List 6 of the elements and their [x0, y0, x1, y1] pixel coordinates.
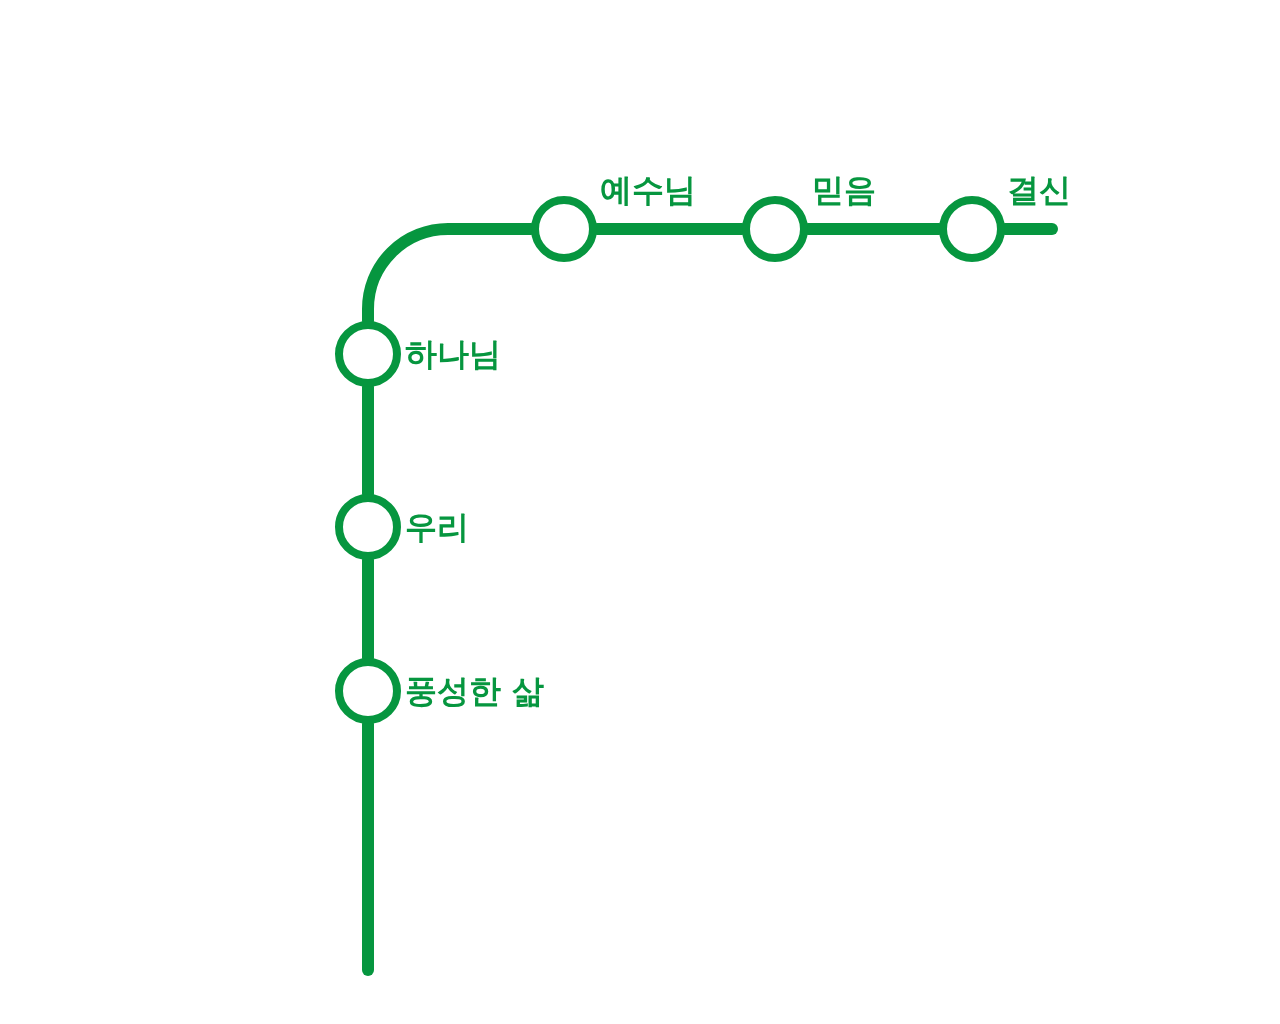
station-label: 우리 — [405, 511, 469, 543]
station-label: 풍성한 삶 — [405, 675, 545, 707]
station-label: 믿음 — [812, 174, 876, 206]
station-label: 예수님 — [600, 174, 696, 206]
station-label: 결신 — [1007, 174, 1071, 206]
station-label: 하나님 — [405, 338, 501, 370]
